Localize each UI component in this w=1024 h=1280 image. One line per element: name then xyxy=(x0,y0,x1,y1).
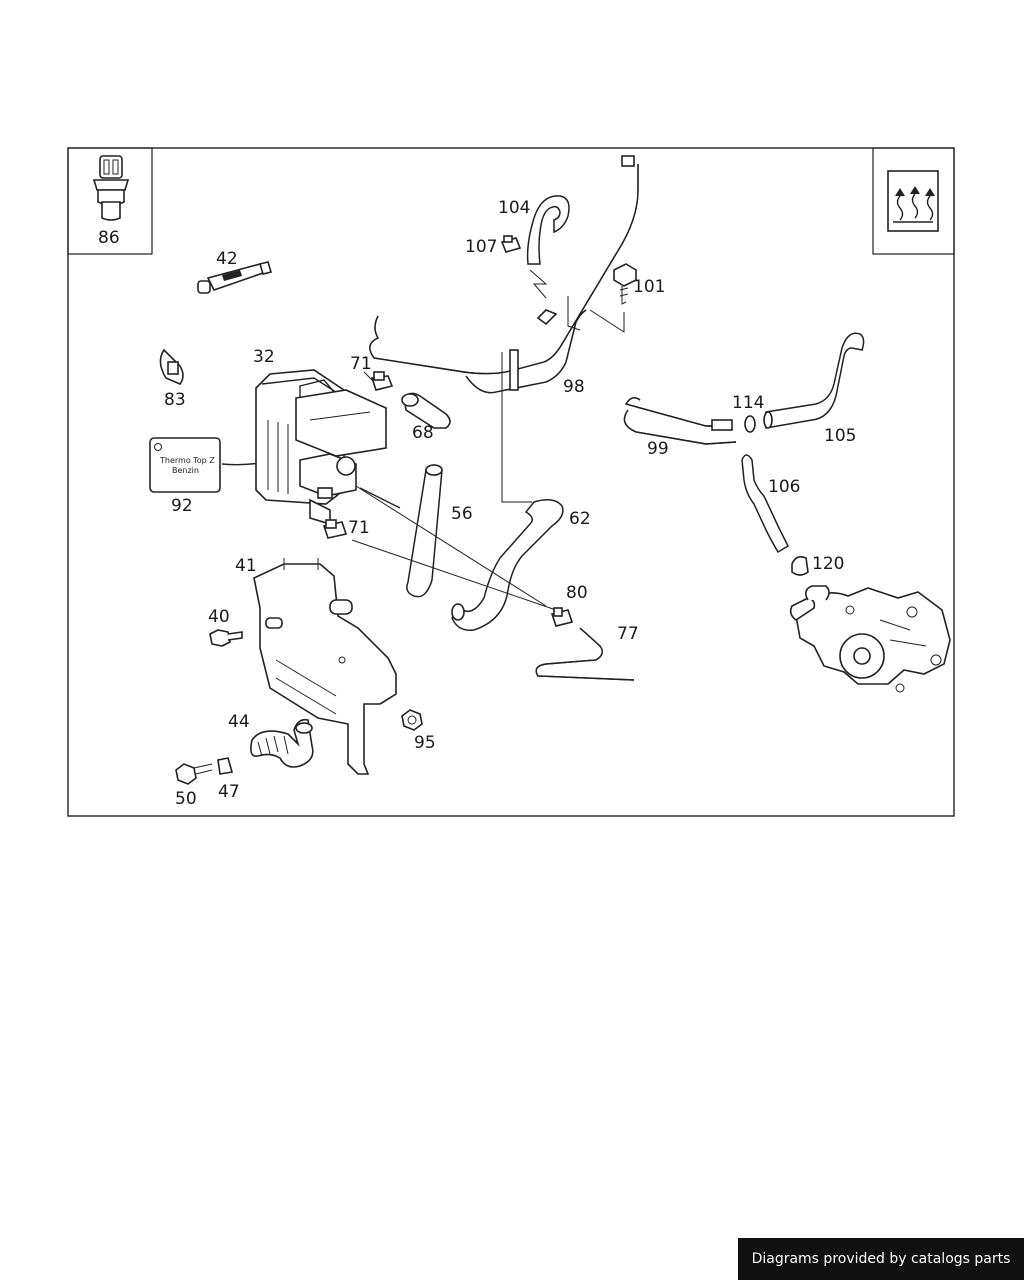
label-50: 50 xyxy=(175,789,197,809)
hose-part-106[interactable] xyxy=(741,454,789,554)
clip-part-80[interactable] xyxy=(550,607,574,627)
hose-part-56[interactable] xyxy=(406,464,443,598)
label-114: 114 xyxy=(732,393,764,413)
break-mark-1 xyxy=(529,269,548,299)
pipe-assembly-part-98[interactable] xyxy=(369,155,639,394)
pipe-part-99[interactable] xyxy=(623,397,737,445)
water-pump[interactable] xyxy=(789,585,951,693)
label-32: 32 xyxy=(253,347,275,367)
clip-part-114[interactable] xyxy=(744,415,756,433)
bracket-part-41[interactable] xyxy=(253,558,397,775)
label-104: 104 xyxy=(498,198,530,218)
clip-part-120[interactable] xyxy=(791,556,809,576)
hose-part-62[interactable] xyxy=(451,499,564,631)
pipe-part-77[interactable] xyxy=(535,627,635,681)
bolt-part-40[interactable] xyxy=(209,629,243,647)
screw-part-50[interactable] xyxy=(175,763,213,785)
label-83: 83 xyxy=(164,390,186,410)
label-71-upper: 71 xyxy=(350,354,372,374)
inset-box-heat xyxy=(872,147,955,255)
diagram-credit: Diagrams provided by catalogs parts xyxy=(738,1238,1024,1280)
sticker-line-2: Benzin xyxy=(172,466,199,475)
label-98: 98 xyxy=(563,377,585,397)
label-106: 106 xyxy=(768,477,800,497)
clip-part-107[interactable] xyxy=(500,235,522,253)
break-mark-2 xyxy=(589,309,625,333)
label-68: 68 xyxy=(412,423,434,443)
label-40: 40 xyxy=(208,607,230,627)
label-101: 101 xyxy=(633,277,665,297)
label-44: 44 xyxy=(228,712,250,732)
sticker-part-92[interactable]: Thermo Top Z Benzin xyxy=(149,437,221,493)
heater-part-32[interactable] xyxy=(255,369,401,526)
label-92: 92 xyxy=(171,496,193,516)
clip-part-71-lower[interactable] xyxy=(322,519,348,539)
hose-elbow-part-68[interactable] xyxy=(401,392,451,429)
heat-symbol-icon xyxy=(887,170,939,232)
sticker-line-1: Thermo Top Z xyxy=(159,456,215,465)
clip-part-71-upper[interactable] xyxy=(370,371,394,391)
inset-box-86 xyxy=(67,147,153,255)
label-47: 47 xyxy=(218,782,240,802)
hose-part-104[interactable] xyxy=(526,195,570,265)
label-105: 105 xyxy=(824,426,856,446)
clip-part-47[interactable] xyxy=(217,757,234,775)
flex-pipe-part-44[interactable] xyxy=(250,718,314,768)
label-42: 42 xyxy=(216,249,238,269)
label-80: 80 xyxy=(566,583,588,603)
label-95: 95 xyxy=(414,733,436,753)
nut-part-95[interactable] xyxy=(401,709,423,731)
label-107: 107 xyxy=(465,237,497,257)
label-62: 62 xyxy=(569,509,591,529)
label-77: 77 xyxy=(617,624,639,644)
label-56: 56 xyxy=(451,504,473,524)
label-86: 86 xyxy=(98,228,120,248)
sensor-part-86[interactable] xyxy=(92,155,130,221)
clip-part-83[interactable] xyxy=(159,348,184,385)
hose-part-105[interactable] xyxy=(763,332,865,429)
leader-lines xyxy=(351,352,557,611)
screw-part-101[interactable] xyxy=(613,263,637,305)
tube-part-42[interactable] xyxy=(197,261,273,294)
label-71-lower: 71 xyxy=(348,518,370,538)
label-120: 120 xyxy=(812,554,844,574)
label-41: 41 xyxy=(235,556,257,576)
diagram-frame xyxy=(67,147,955,817)
label-99: 99 xyxy=(647,439,669,459)
